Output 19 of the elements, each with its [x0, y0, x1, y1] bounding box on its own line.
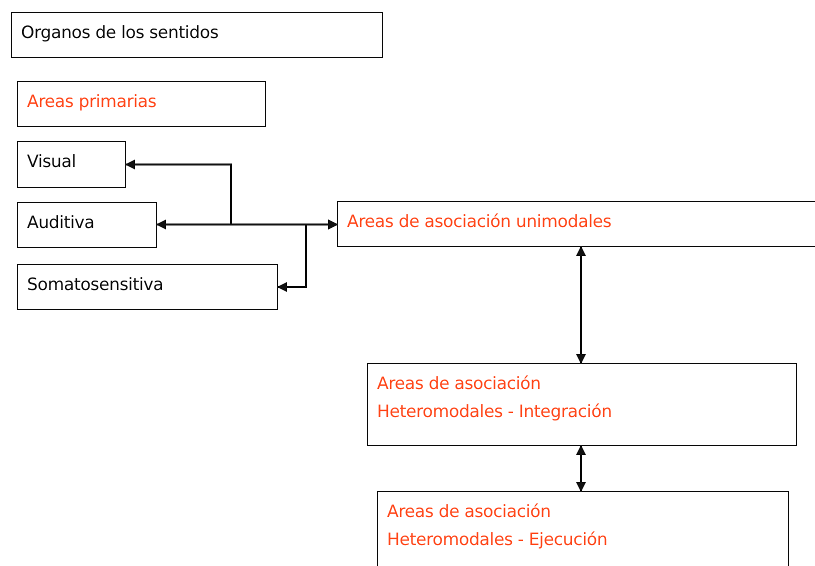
text-box	[11, 12, 383, 58]
box-label: Areas de asociación Heteromodales - Integración	[377, 373, 613, 424]
text-box	[17, 81, 266, 127]
text-box	[17, 141, 126, 188]
box-label: Areas de asociación unimodales	[347, 211, 612, 234]
arrow	[576, 246, 586, 364]
arrow	[576, 445, 586, 492]
text-box	[17, 264, 278, 310]
text-box	[367, 363, 797, 446]
box-label: Organos de los sentidos	[21, 22, 220, 45]
box-label: Areas primarias	[27, 91, 158, 114]
text-box	[377, 491, 789, 566]
box-label: Auditiva	[27, 212, 96, 235]
text-box	[337, 201, 815, 247]
box-label: Areas de asociación Heteromodales - Ejecución	[387, 501, 608, 552]
box-label: Visual	[27, 151, 77, 174]
text-box	[17, 202, 157, 248]
arrow	[277, 220, 338, 292]
box-label: Somatosensitiva	[27, 274, 164, 297]
